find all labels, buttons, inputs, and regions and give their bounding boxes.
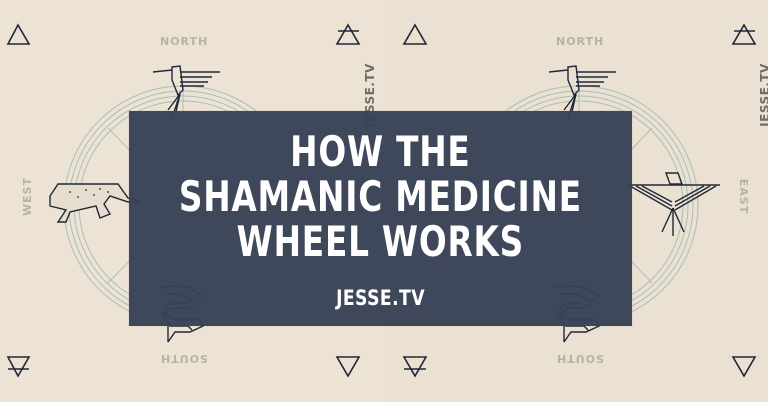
- air-triangle-bar-icon: [335, 23, 361, 45]
- direction-north-label: NORTH: [160, 35, 209, 48]
- water-triangle-icon: [731, 356, 757, 378]
- air-triangle-icon: [6, 23, 31, 45]
- jaguar-spots: [69, 188, 109, 198]
- brand-subtitle: JESSE.TV: [336, 286, 425, 310]
- title-line-1: HOW THE: [290, 127, 471, 176]
- water-triangle-icon: [335, 356, 361, 378]
- direction-east-label: EAST: [737, 178, 751, 215]
- direction-south-label: SOUTH: [160, 352, 208, 365]
- eagle-icon: [626, 172, 720, 236]
- earth-triangle-icon: [6, 356, 31, 378]
- hummingbird-icon: [152, 65, 220, 119]
- direction-north-label: NORTH: [556, 35, 605, 48]
- brand-vertical-label: JESSE.TV: [757, 63, 768, 127]
- title-line-3: WHEEL WORKS: [236, 217, 525, 266]
- direction-south-label: SOUTH: [556, 352, 604, 365]
- earth-triangle-icon: [402, 356, 428, 378]
- jaguar-icon: [49, 183, 141, 223]
- air-triangle-bar-icon: [731, 23, 757, 45]
- title-line-2: SHAMANIC MEDICINE: [178, 172, 583, 221]
- air-triangle-icon: [402, 23, 428, 45]
- hummingbird-icon: [548, 65, 616, 119]
- title-overlay-panel: HOW THE SHAMANIC MEDICINE WHEEL WORKS JE…: [129, 111, 632, 326]
- page-title: HOW THE SHAMANIC MEDICINE WHEEL WORKS: [179, 129, 582, 264]
- direction-west-label: WEST: [21, 176, 35, 217]
